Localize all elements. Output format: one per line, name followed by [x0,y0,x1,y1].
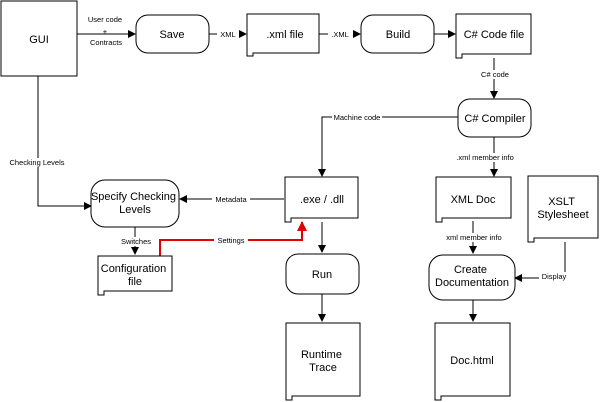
edge-label-xml: XML [220,30,235,39]
csharp-code-file-node: C# Code file [455,13,532,59]
edge-label-csharp-code: C# code [481,70,509,79]
doc-html-label: Doc.html [450,355,493,367]
build-label: Build [386,29,410,41]
edge-labels: User code + Contracts XML .XML C# code M… [5,15,569,281]
runtime-trace-label: Runtime Trace [301,349,345,374]
exe-dll-node: .exe / .dll [284,176,359,223]
edge-label-machine-code: Machine code [334,113,381,122]
edge-gui-specify [37,76,92,210]
xml-file-label: .xml file [266,29,303,41]
edge-label-dot-xml: .XML [331,30,349,39]
edge-label-display: Display [542,272,567,281]
edge-label-settings: Settings [217,236,244,245]
edge-label-xml-member-info-1: .xml member info [456,153,514,162]
specify-checking-levels-label: Specify Checking Levels [91,191,179,216]
xml-doc-label: XML Doc [451,194,496,206]
configuration-file-node: Configuration file [97,255,173,296]
xslt-stylesheet-node: XSLT Stylesheet [527,175,599,243]
save-node: Save [135,14,210,54]
csharp-code-file-label: C# Code file [464,29,525,41]
create-documentation-node: Create Documentation [428,254,516,301]
specify-checking-levels-node: Specify Checking Levels [90,179,180,228]
edge-label-switches: Switches [121,237,151,246]
run-label: Run [312,269,332,281]
csharp-compiler-node: C# Compiler [457,98,532,138]
edge-label-xml-member-info-2: xml member info [446,233,501,242]
gui-node: GUI [0,0,78,77]
create-documentation-label: Create Documentation [435,264,509,289]
edge-label-user-code: User code + Contracts [88,15,124,47]
exe-dll-label: .exe / .dll [300,194,344,206]
build-node: Build [360,14,435,54]
save-label: Save [159,29,184,41]
xslt-stylesheet-label: XSLT Stylesheet [537,196,588,221]
doc-html-node: Doc.html [434,322,511,401]
configuration-file-label: Configuration file [101,263,170,288]
run-node: Run [285,253,360,295]
edge-label-metadata: Metadata [215,195,247,204]
csharp-compiler-label: C# Compiler [464,113,525,125]
edge-compiler-exe [318,116,458,177]
xml-file-node: .xml file [246,13,320,57]
gui-label: GUI [29,34,49,46]
edge-label-checking-levels: Checking Levels [9,158,64,167]
xml-doc-node: XML Doc [435,176,512,223]
runtime-trace-node: Runtime Trace [285,322,361,401]
